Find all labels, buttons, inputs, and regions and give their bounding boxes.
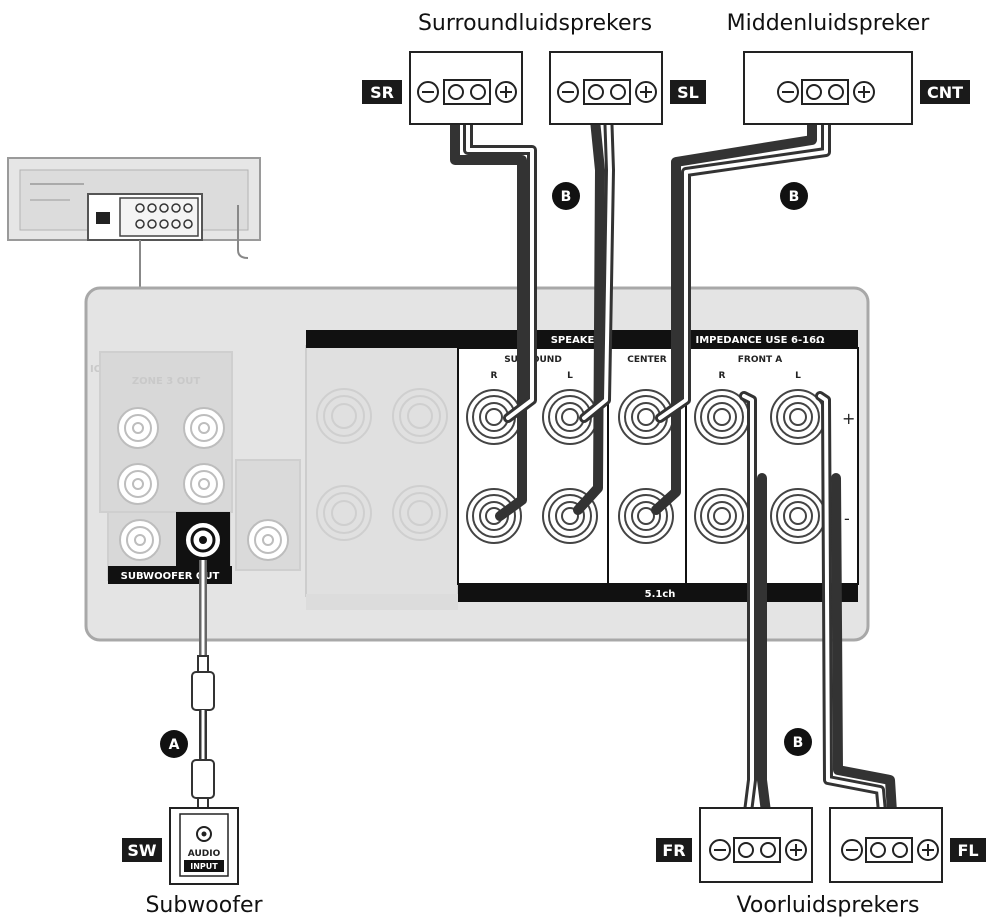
audio-input-label-1: AUDIO xyxy=(188,849,221,859)
cable-b-marker-right: B xyxy=(780,182,808,210)
front-l-label: L xyxy=(795,371,801,381)
cable-b-marker-bottom: B xyxy=(784,728,812,756)
zone-out-label: ZONE 3 OUT xyxy=(132,376,200,387)
fr-badge: FR xyxy=(662,841,685,860)
cable-a-letter: A xyxy=(169,737,180,753)
surround-l-label: L xyxy=(567,371,573,381)
front-r-minus-terminal xyxy=(694,488,750,544)
sl-badge: SL xyxy=(677,83,699,102)
plus-label: + xyxy=(842,409,855,428)
cable-b-letter: B xyxy=(561,189,572,205)
cable-b-letter: B xyxy=(793,735,804,751)
audio-input-label-2: INPUT xyxy=(190,862,218,871)
speaker-sr: SR xyxy=(362,51,523,125)
surround-speakers-caption: Surroundluidsprekers xyxy=(418,11,652,36)
speaker-cnt: CNT xyxy=(743,51,970,125)
panel-fragment-label: IO xyxy=(90,364,102,375)
front-a-label: FRONT A xyxy=(738,355,783,365)
speakers-header: SPEAKERS xyxy=(551,335,610,346)
front-l-minus-terminal xyxy=(770,488,826,544)
center-speaker-caption: Middenluidspreker xyxy=(727,11,931,36)
subwoofer-caption: Subwoofer xyxy=(145,893,263,918)
sw-badge: SW xyxy=(127,841,157,860)
front-r-label: R xyxy=(719,371,726,381)
sr-badge: SR xyxy=(370,83,394,102)
receiver-thumbnail xyxy=(7,157,261,288)
subwoofer-out-label: SUBWOOFER OUT xyxy=(121,571,220,582)
impedance-label: IMPEDANCE USE 6-16Ω xyxy=(695,335,825,346)
channels-label: 5.1ch xyxy=(645,589,676,600)
speaker-cables xyxy=(450,105,897,817)
cable-b-marker-left: B xyxy=(552,182,580,210)
speaker-fr: FR xyxy=(656,807,813,883)
center-label: CENTER xyxy=(627,355,667,365)
cnt-badge: CNT xyxy=(927,83,963,102)
front-speakers-caption: Voorluidsprekers xyxy=(737,893,920,918)
subwoofer-box: AUDIO INPUT SW xyxy=(122,807,239,885)
fl-badge: FL xyxy=(957,841,978,860)
speaker-sl: SL xyxy=(549,51,706,125)
surround-r-label: R xyxy=(491,371,498,381)
cable-b-letter: B xyxy=(789,189,800,205)
surround-r-minus-terminal xyxy=(466,488,522,544)
speaker-fl: FL xyxy=(829,807,986,883)
subwoofer-cable xyxy=(191,560,215,813)
minus-label: - xyxy=(844,509,850,528)
cable-a-marker: A xyxy=(160,730,188,758)
